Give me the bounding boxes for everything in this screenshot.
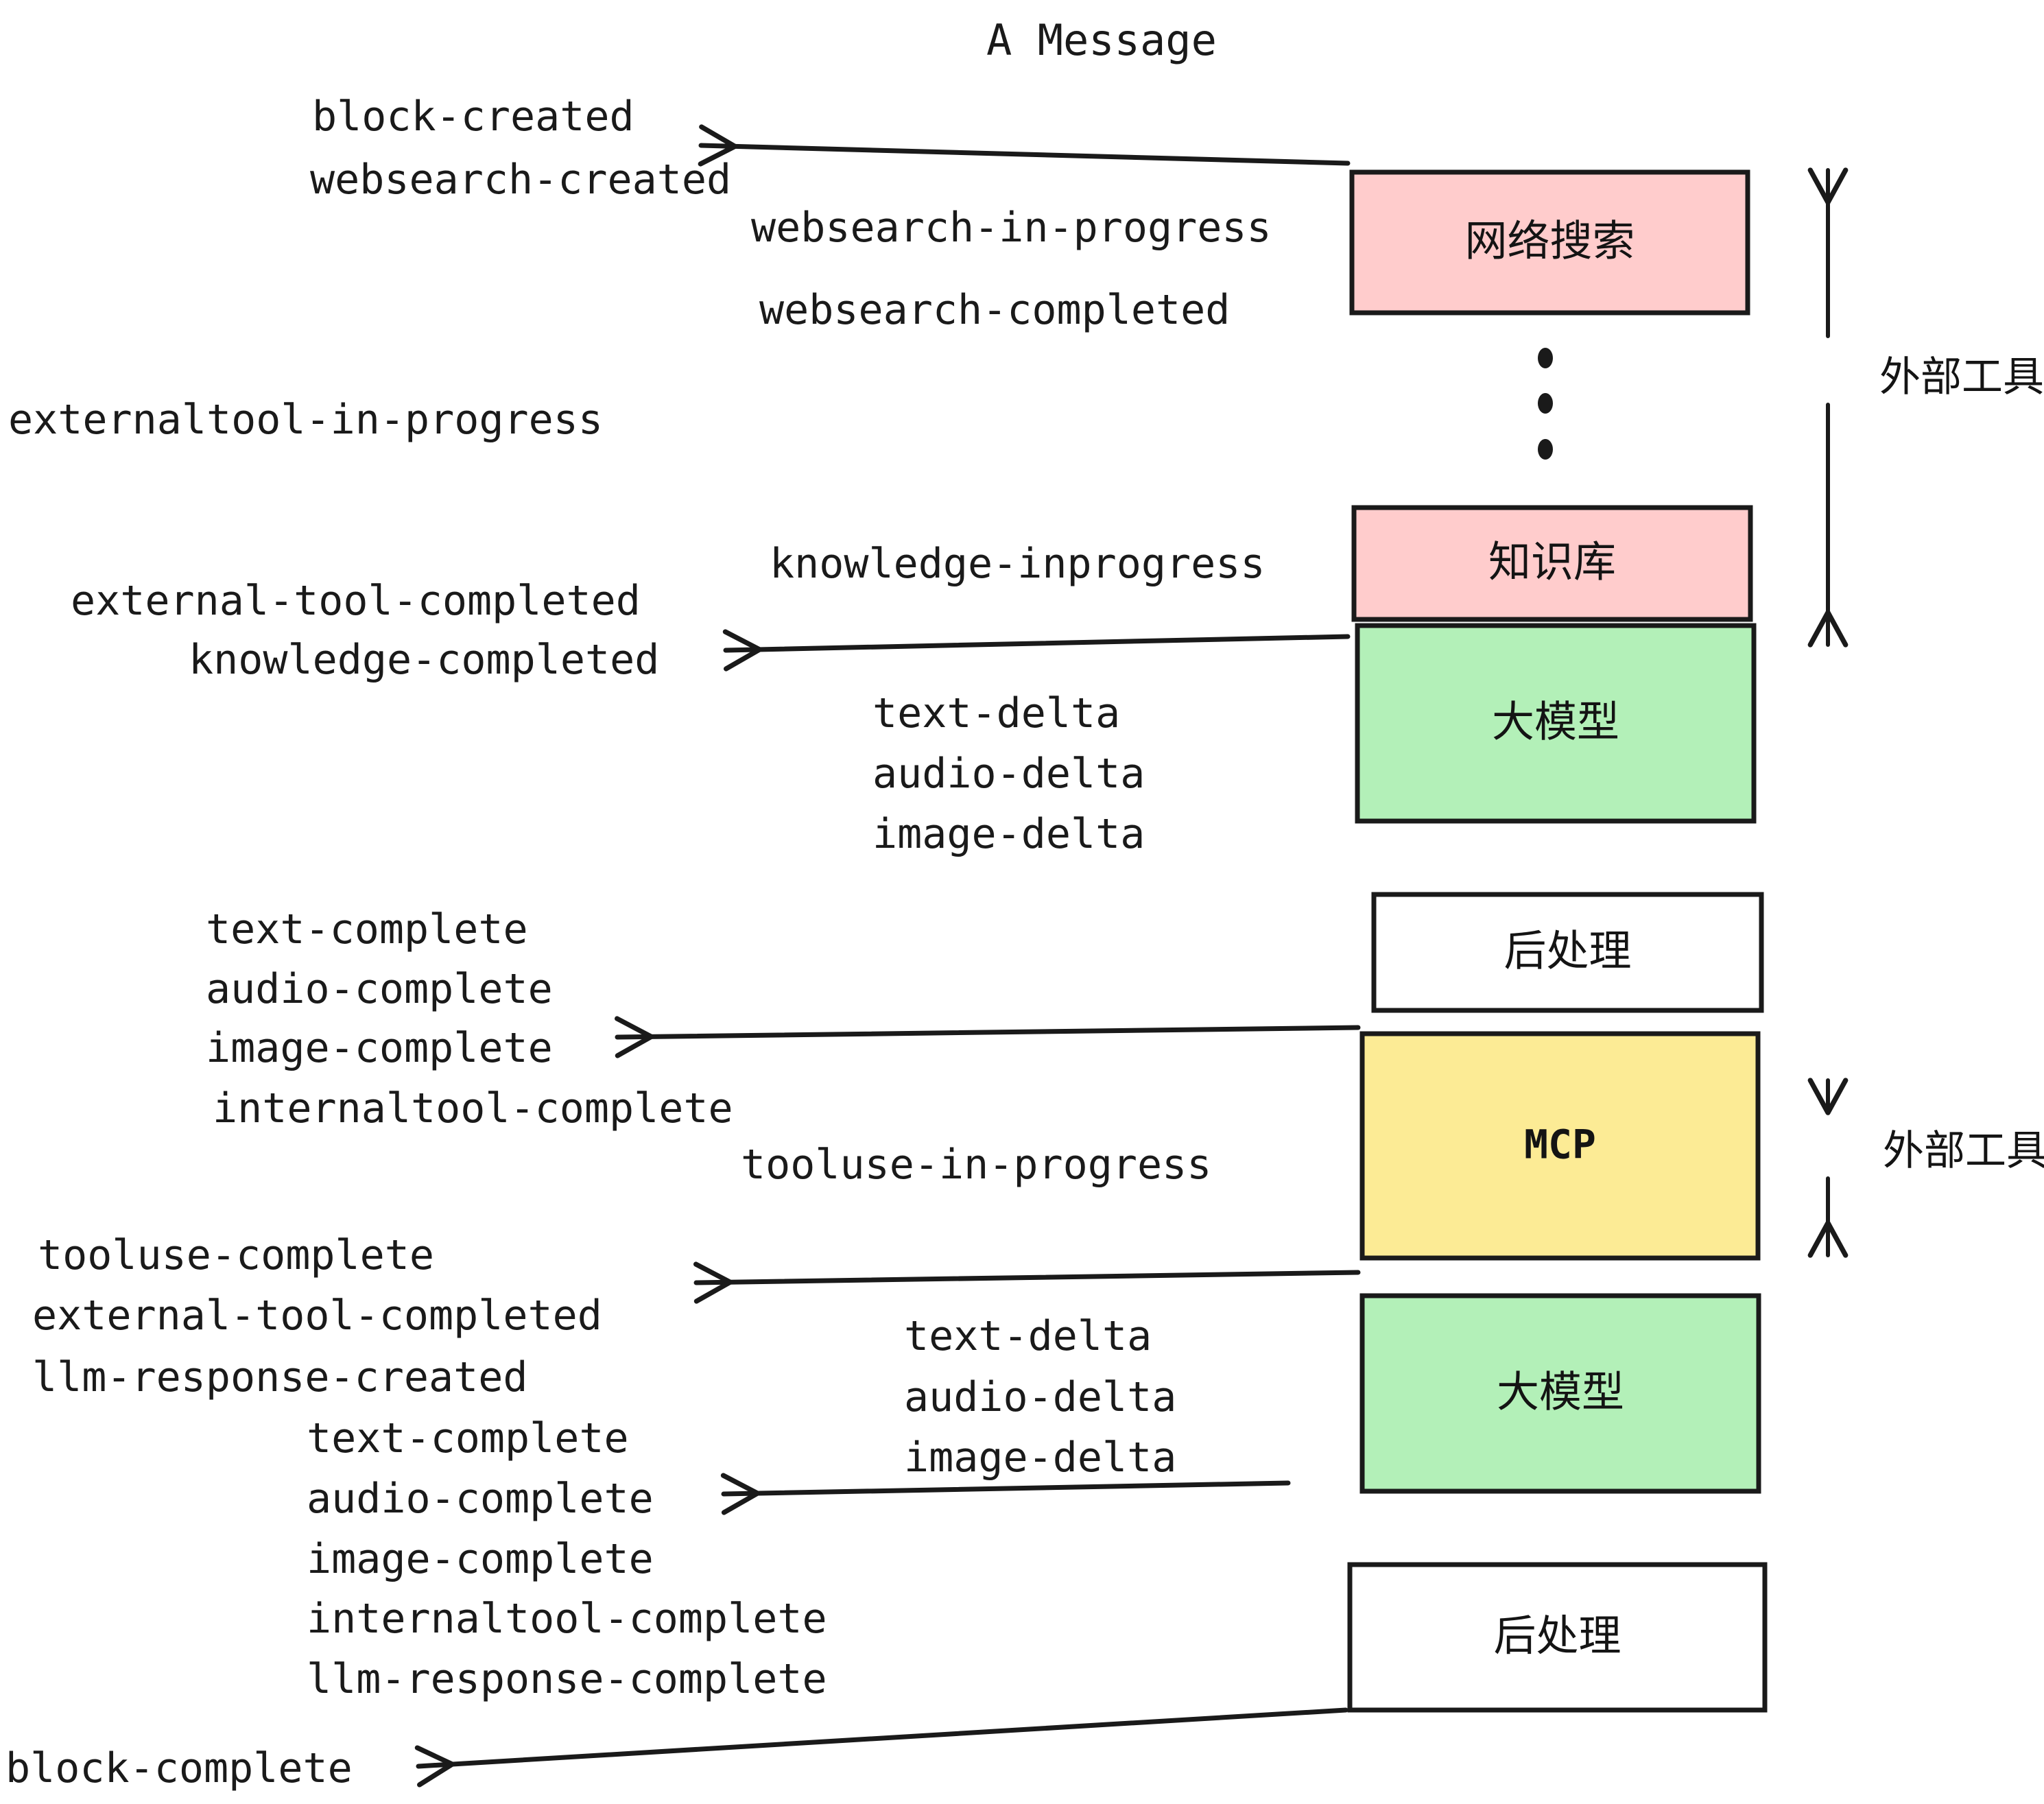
node-postprocess-2[interactable]: 后处理: [1347, 1562, 1768, 1713]
event-label-audio-complete-2: audio-complete: [307, 1475, 654, 1523]
event-label-audio-delta-1: audio-delta: [872, 750, 1145, 798]
arrow-block-complete: [414, 1707, 1348, 1788]
event-label-block-complete: block-complete: [5, 1744, 353, 1792]
event-label-websearch-completed: websearch-completed: [759, 286, 1230, 334]
bracket-external-tools-bottom: 外部工具: [1807, 1078, 2044, 1258]
node-postprocess-1[interactable]: 后处理: [1371, 892, 1764, 1013]
event-label-layer: block-created websearch-created websearch-…: [5, 93, 1272, 1792]
ellipsis-dot-1: [1538, 348, 1553, 368]
event-label-knowledge-inprogress: knowledge-inprogress: [770, 540, 1265, 588]
arrow-knowledge-done: [722, 629, 1351, 672]
event-label-text-complete-2: text-complete: [307, 1414, 629, 1462]
node-mcp-label: MCP: [1524, 1121, 1596, 1168]
vertical-ellipsis: [1538, 348, 1553, 460]
event-label-llm-response-complete: llm-response-complete: [307, 1655, 827, 1703]
node-llm-2-label: 大模型: [1497, 1367, 1624, 1417]
event-label-tooluse-in-progress: tooluse-in-progress: [741, 1141, 1211, 1189]
ellipsis-dot-2: [1538, 393, 1553, 414]
bracket-external-tools-top: 外部工具: [1807, 167, 2044, 648]
node-postprocess-2-label: 后处理: [1493, 1611, 1621, 1661]
event-label-external-tool-completed-1: external-tool-completed: [71, 577, 641, 625]
node-postprocess-1-box[interactable]: [1371, 892, 1764, 1013]
node-websearch-label: 网络搜索: [1464, 216, 1635, 266]
event-label-image-complete-1: image-complete: [206, 1024, 553, 1072]
event-label-image-delta-2: image-delta: [904, 1434, 1176, 1482]
node-mcp-box[interactable]: [1359, 1031, 1761, 1261]
node-postprocess-1-label: 后处理: [1504, 926, 1631, 976]
event-label-audio-complete-1: audio-complete: [206, 965, 553, 1013]
event-label-block-created: block-created: [312, 93, 634, 141]
event-label-tooluse-complete: tooluse-complete: [38, 1231, 434, 1279]
node-llm-1-box[interactable]: [1355, 623, 1757, 824]
event-label-image-complete-2: image-complete: [307, 1535, 654, 1583]
node-knowledge[interactable]: 知识库: [1351, 505, 1753, 622]
page-title: A Message: [986, 15, 1217, 65]
event-label-internaltool-complete-1: internaltool-complete: [213, 1084, 733, 1132]
event-label-websearch-created: websearch-created: [310, 156, 731, 204]
event-label-image-delta-1: image-delta: [872, 810, 1145, 858]
node-llm-2-box[interactable]: [1359, 1293, 1761, 1494]
node-websearch[interactable]: 网络搜索: [1349, 169, 1750, 316]
node-llm-1[interactable]: 大模型: [1355, 623, 1757, 824]
event-label-text-delta-1: text-delta: [872, 689, 1120, 737]
event-label-knowledge-completed: knowledge-completed: [189, 636, 659, 684]
event-label-text-delta-2: text-delta: [904, 1312, 1152, 1360]
node-websearch-box[interactable]: [1349, 169, 1750, 316]
bracket-external-tools-bottom-label: 外部工具: [1883, 1127, 2044, 1175]
arrow-block-created: [698, 124, 1351, 167]
node-llm-1-label: 大模型: [1492, 697, 1619, 747]
event-label-text-complete-1: text-complete: [206, 905, 528, 953]
ellipsis-dot-3: [1538, 439, 1553, 460]
arrow-tooluse-done: [693, 1261, 1361, 1304]
node-postprocess-2-box[interactable]: [1347, 1562, 1768, 1713]
arrow-layer: [414, 124, 1361, 1788]
node-knowledge-label: 知识库: [1488, 537, 1616, 587]
bracket-external-tools-top-label: 外部工具: [1879, 353, 2044, 401]
event-label-externaltool-in-progress: externaltool-in-progress: [8, 396, 603, 444]
event-label-external-tool-completed-2: external-tool-completed: [32, 1292, 602, 1340]
event-label-audio-delta-2: audio-delta: [904, 1373, 1176, 1421]
arrow-image-complete: [615, 1016, 1361, 1058]
event-label-llm-response-created: llm-response-created: [32, 1353, 527, 1401]
event-label-internaltool-complete-2: internaltool-complete: [307, 1595, 827, 1643]
event-label-websearch-in-progress: websearch-in-progress: [751, 204, 1272, 252]
node-mcp[interactable]: MCP: [1359, 1031, 1761, 1261]
node-llm-2[interactable]: 大模型: [1359, 1293, 1761, 1494]
node-knowledge-box[interactable]: [1351, 505, 1753, 622]
arrow-audio-complete: [720, 1473, 1291, 1515]
